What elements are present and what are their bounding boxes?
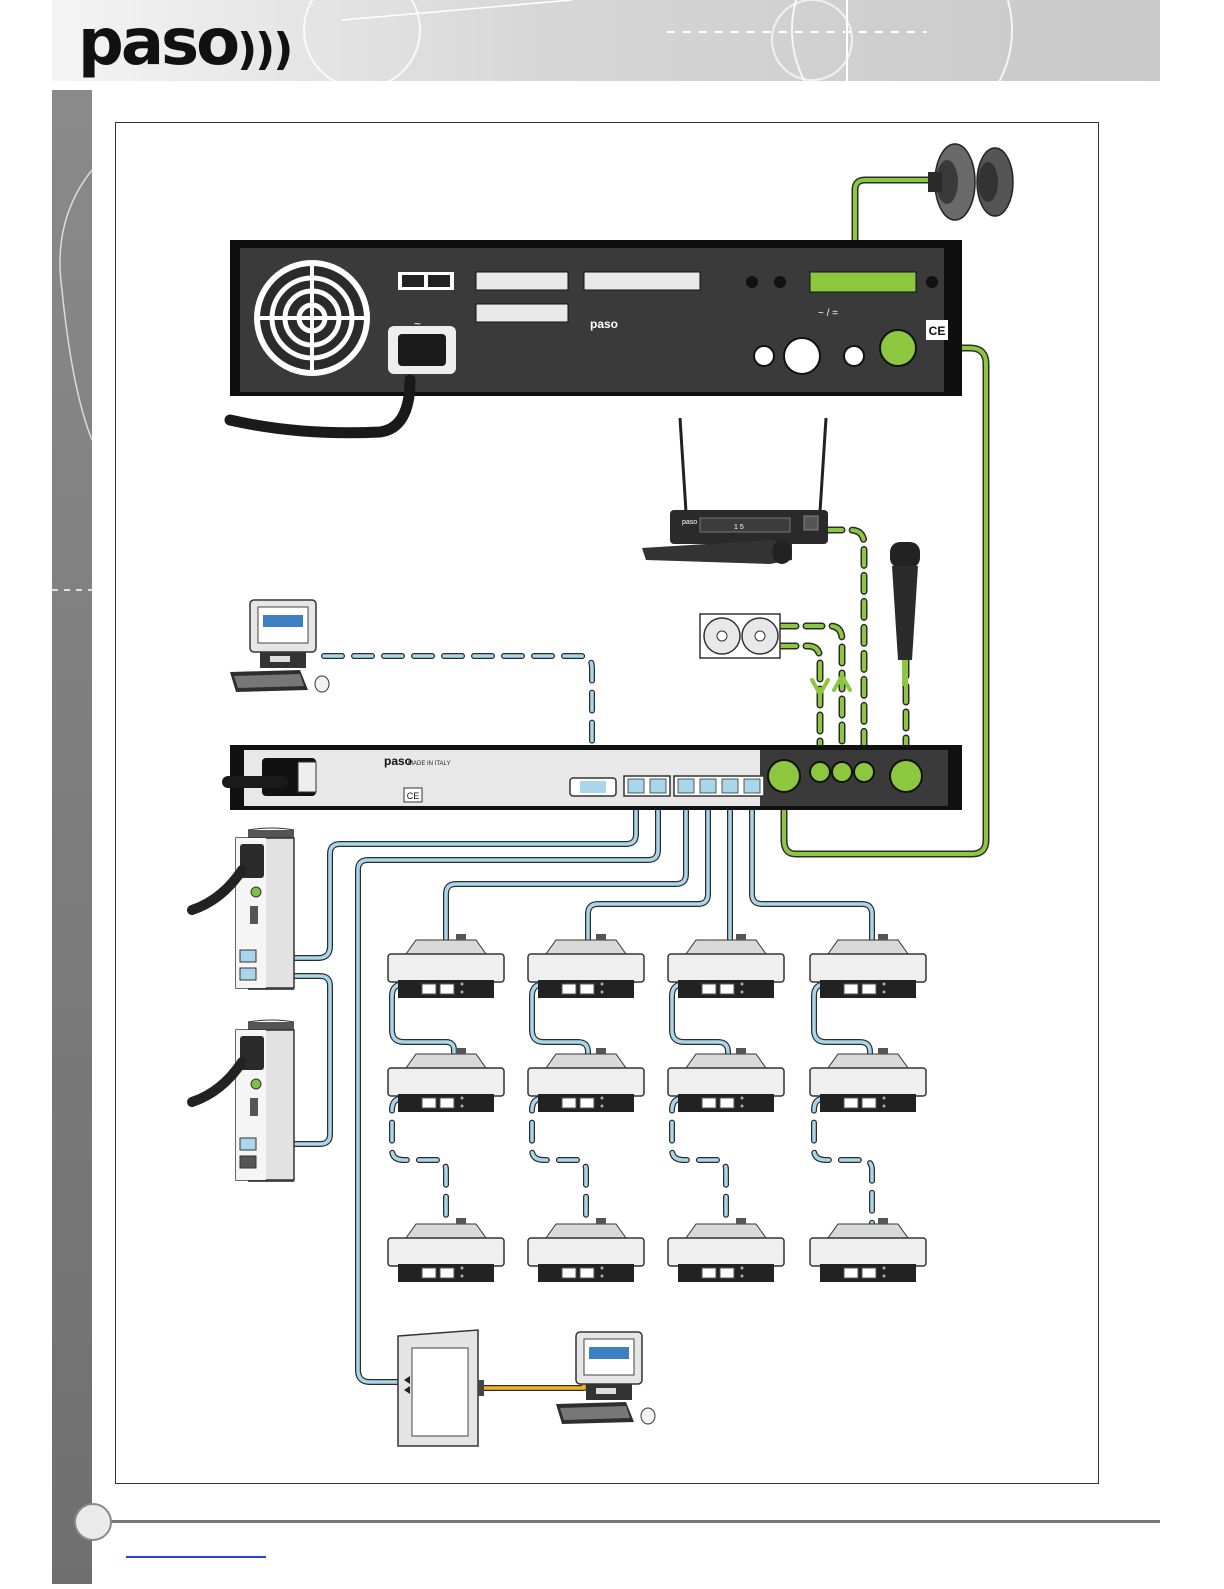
handheld-microphone-icon <box>642 540 792 564</box>
footer-rule <box>108 1520 1160 1523</box>
receiver-brand-label: paso <box>682 519 697 526</box>
interface-box-icon <box>398 1330 484 1446</box>
footer-link-underline[interactable] <box>126 1556 266 1558</box>
receiver-display: 1 5 <box>734 524 744 531</box>
amplifier-ce-mark: CE <box>929 324 946 338</box>
control-unit-rear-panel: paso MADE IN ITALY CE <box>228 745 962 810</box>
delegate-unit-grid <box>388 934 926 1282</box>
page-number-badge <box>74 1503 112 1541</box>
control-unit-made-in: MADE IN ITALY <box>408 761 450 767</box>
amplifier-mains-symbol: ~ <box>414 317 421 331</box>
wireless-receiver-icon: 1 5 paso <box>642 418 828 564</box>
microphone-icon <box>890 542 920 686</box>
amplifier-brand-label: paso <box>590 317 618 331</box>
amplifier-mode-symbol: ~ / = <box>818 308 838 319</box>
amplifier-rear-panel: CE paso ~ ~ / = <box>230 240 962 433</box>
cd-player-icon <box>700 614 780 658</box>
speaker-icon <box>928 144 1013 220</box>
control-unit-ce-mark: CE <box>407 791 420 801</box>
